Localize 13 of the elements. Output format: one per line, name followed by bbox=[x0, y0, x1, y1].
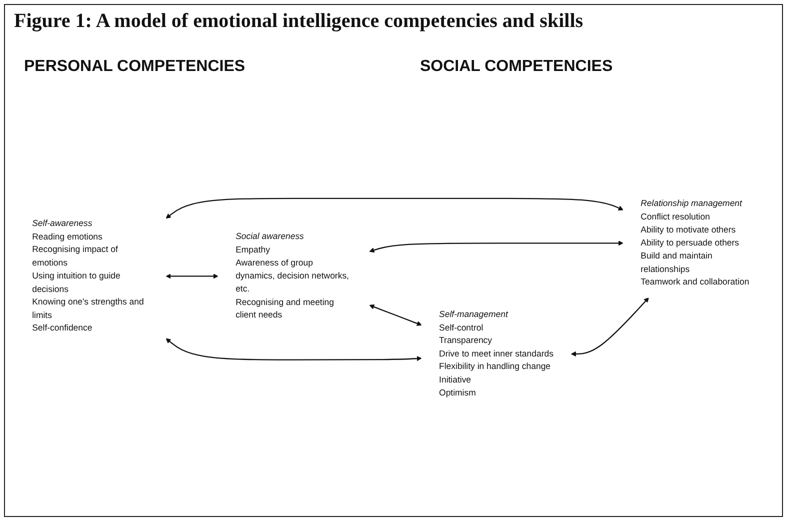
arrow bbox=[570, 298, 649, 357]
arrow bbox=[166, 198, 624, 219]
arrow bbox=[166, 338, 422, 362]
arrow bbox=[369, 241, 624, 254]
arrow bbox=[166, 274, 218, 280]
node-text: Social awareness Empathy Awareness of group dynamics, decision networks, etc. Recognising and meeting client needs bbox=[236, 232, 349, 320]
column-heading: PERSONAL COMPETENCIES bbox=[24, 58, 246, 76]
column-heading: SOCIAL COMPETENCIES bbox=[420, 58, 613, 76]
node-text: Self-management Self-control Transparency Drive to meet inner standards Flexibility in handling change Initiative Optimism bbox=[439, 310, 554, 398]
arrow bbox=[369, 304, 422, 326]
node-text: Relationship management Conflict resolution Ability to motivate others Ability to persuade others Build and maintain relationships Teamwork and collaboration bbox=[640, 198, 750, 288]
figure-title: Figure 1: A model of emotional intelligence competencies and skills bbox=[14, 10, 584, 33]
node-text: Self-awareness Reading emotions Recognising impact of emotions Using intuition to guide decisions Knowing one's strengths and limits Self-confidence bbox=[32, 218, 144, 334]
